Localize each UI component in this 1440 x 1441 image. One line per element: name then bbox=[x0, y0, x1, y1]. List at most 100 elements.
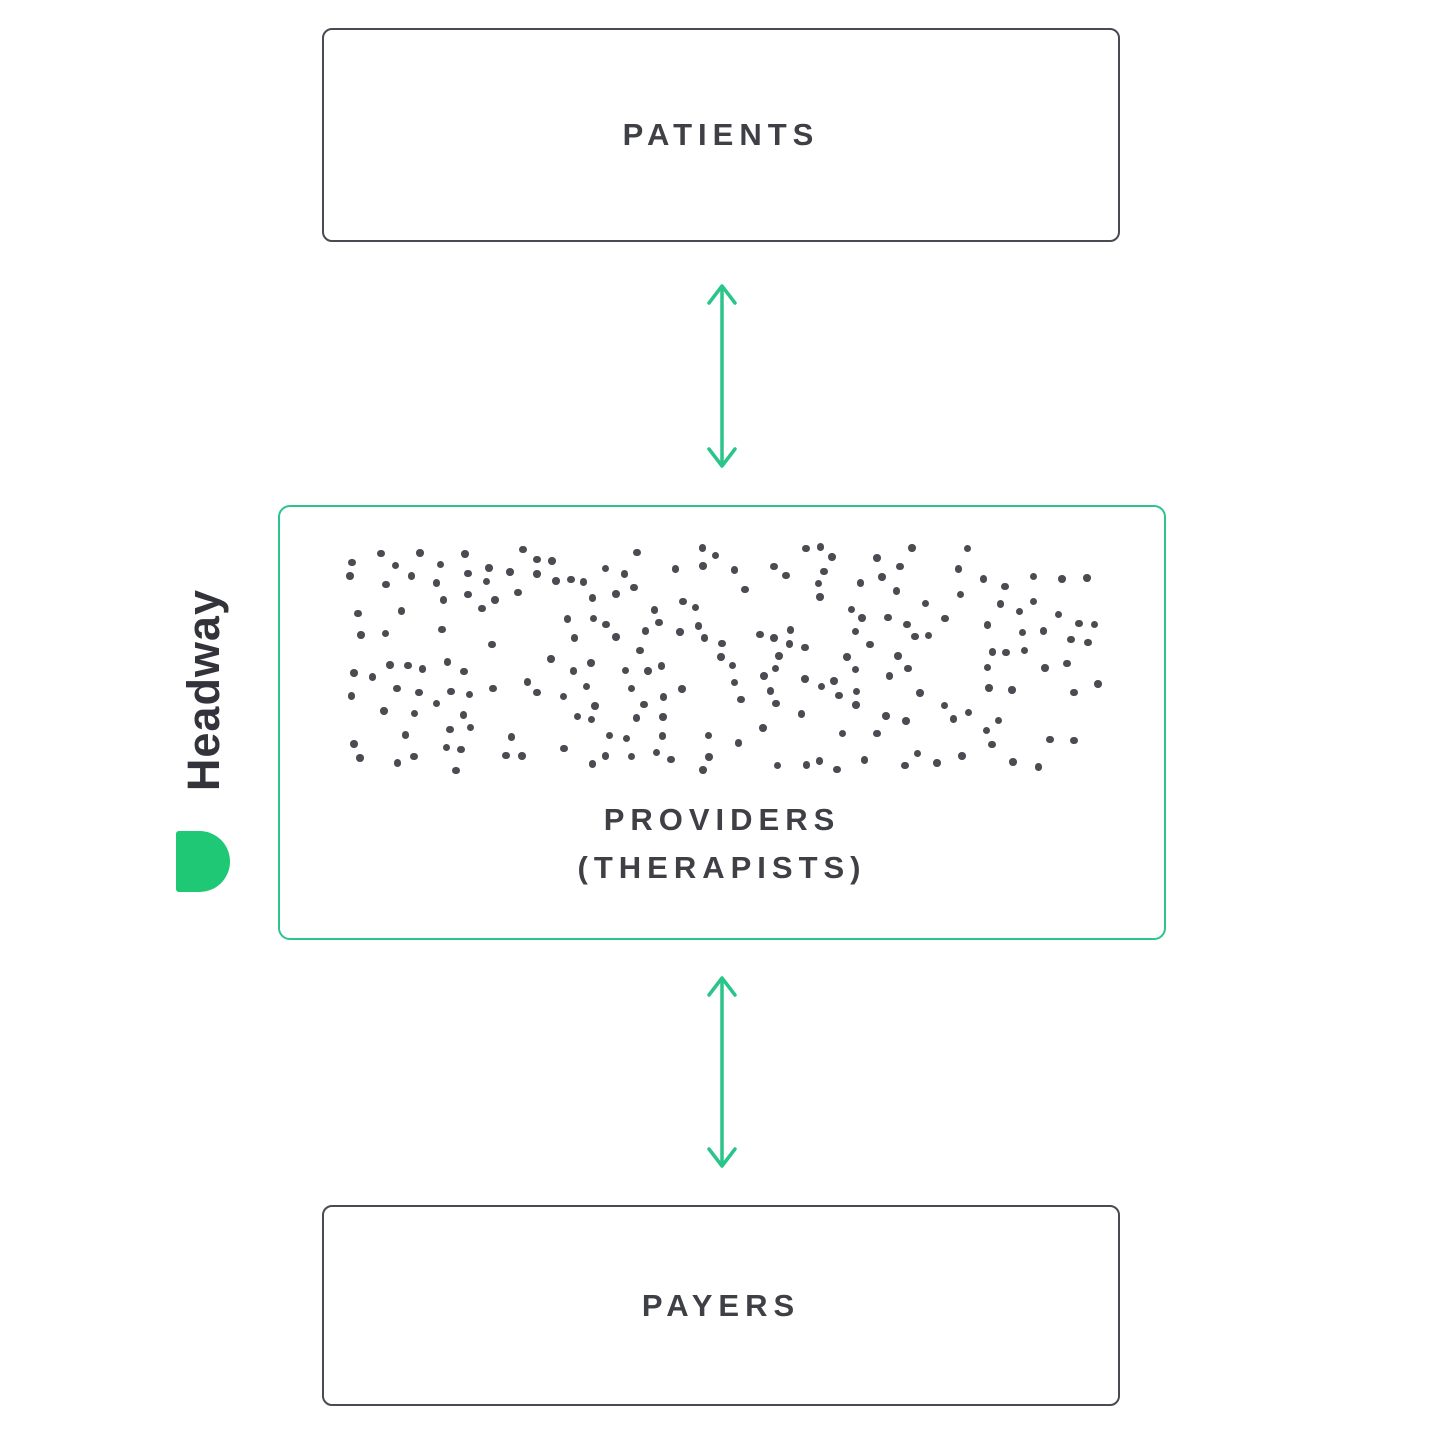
provider-dot bbox=[514, 588, 522, 597]
provider-dot bbox=[979, 575, 988, 583]
provider-dot bbox=[1020, 646, 1029, 655]
provider-dot bbox=[903, 620, 911, 629]
provider-dot bbox=[1008, 686, 1016, 694]
provider-dot bbox=[924, 631, 933, 640]
provider-dot bbox=[866, 640, 874, 649]
provider-dot bbox=[657, 662, 666, 670]
provider-dot bbox=[632, 714, 641, 722]
provider-dot bbox=[418, 665, 427, 673]
provider-dot bbox=[1029, 597, 1038, 606]
provider-dot bbox=[828, 553, 836, 561]
provider-dot bbox=[699, 562, 707, 570]
provider-dot bbox=[548, 557, 556, 565]
provider-dot bbox=[612, 590, 620, 598]
provider-dot bbox=[461, 550, 469, 558]
provider-dot bbox=[1067, 635, 1075, 643]
provider-dot bbox=[801, 675, 809, 683]
provider-dot bbox=[892, 587, 901, 595]
provider-dot bbox=[830, 677, 838, 685]
provider-dot bbox=[1015, 607, 1024, 616]
provider-dot bbox=[983, 621, 992, 629]
provider-dot bbox=[658, 732, 667, 740]
provider-dot bbox=[547, 655, 555, 663]
provider-dot bbox=[797, 710, 806, 718]
provider-dot bbox=[801, 643, 809, 652]
provider-dot bbox=[676, 628, 684, 636]
provider-dot bbox=[457, 745, 465, 754]
provider-dot bbox=[622, 734, 631, 743]
provider-dot bbox=[1083, 574, 1091, 582]
provider-dot bbox=[347, 692, 356, 700]
provider-dot bbox=[964, 708, 973, 717]
provider-dot bbox=[704, 731, 713, 740]
provider-dot bbox=[415, 688, 423, 697]
provider-dot bbox=[770, 634, 778, 642]
provider-dot bbox=[432, 699, 441, 708]
provider-dot bbox=[346, 572, 354, 580]
provider-dot bbox=[601, 564, 610, 573]
provider-dot bbox=[348, 558, 356, 567]
provider-dot bbox=[602, 620, 610, 629]
provider-dot bbox=[587, 715, 596, 724]
arrow-providers-payers bbox=[700, 972, 744, 1172]
provider-dot bbox=[901, 761, 909, 770]
provider-dot bbox=[627, 684, 636, 693]
provider-dot bbox=[775, 652, 783, 660]
provider-dot bbox=[641, 627, 650, 635]
provider-dot bbox=[612, 633, 620, 641]
provider-dot bbox=[1029, 572, 1038, 581]
provider-dot bbox=[833, 765, 841, 774]
provider-dot bbox=[858, 614, 866, 622]
provider-dot bbox=[380, 707, 388, 715]
provider-dot bbox=[802, 761, 811, 769]
provider-dot bbox=[506, 568, 514, 576]
provider-dot bbox=[443, 658, 452, 666]
provider-dot bbox=[851, 665, 860, 674]
provider-dot bbox=[958, 752, 966, 760]
provider-dot bbox=[1058, 575, 1066, 583]
provider-dot bbox=[579, 578, 588, 586]
provider-dot bbox=[691, 603, 700, 612]
provider-dot bbox=[911, 632, 919, 641]
provider-dot bbox=[988, 648, 997, 656]
provider-dot bbox=[357, 631, 365, 639]
provider-dot bbox=[856, 579, 864, 587]
provider-dot bbox=[410, 752, 418, 761]
provider-dot bbox=[533, 555, 541, 564]
provider-dot bbox=[582, 682, 591, 691]
provider-dot bbox=[896, 562, 904, 571]
provider-dot bbox=[382, 580, 390, 589]
provider-dot bbox=[519, 545, 527, 554]
provider-dot bbox=[988, 740, 996, 749]
provider-dot bbox=[711, 551, 720, 560]
provider-dot bbox=[368, 673, 377, 681]
provider-dot bbox=[985, 684, 993, 692]
provider-dot bbox=[587, 659, 595, 667]
provider-dot bbox=[1054, 610, 1063, 619]
provider-dot bbox=[667, 755, 675, 764]
provider-dot bbox=[705, 753, 713, 761]
provider-dot bbox=[759, 724, 767, 732]
provider-dot bbox=[816, 543, 825, 551]
provider-dot bbox=[588, 594, 597, 602]
provider-dot bbox=[1018, 628, 1027, 637]
provider-dot bbox=[1039, 627, 1048, 635]
provider-dot bbox=[1001, 582, 1009, 591]
provider-dot bbox=[786, 626, 795, 634]
provider-dot bbox=[1034, 763, 1043, 771]
provider-dot bbox=[588, 760, 597, 768]
provider-dot bbox=[873, 554, 881, 562]
provider-dot bbox=[601, 752, 610, 760]
provider-dot bbox=[730, 566, 739, 574]
provider-dot bbox=[659, 693, 668, 701]
provider-dot bbox=[700, 634, 709, 642]
provider-dot bbox=[552, 577, 560, 585]
double-arrow-icon bbox=[707, 284, 737, 468]
provider-dot bbox=[386, 661, 394, 669]
provider-dot bbox=[627, 752, 636, 761]
provider-dot bbox=[1002, 648, 1010, 657]
provider-dot bbox=[802, 544, 810, 553]
provider-dot bbox=[652, 748, 661, 757]
provider-dot bbox=[902, 717, 910, 725]
double-arrow-icon bbox=[707, 976, 737, 1168]
